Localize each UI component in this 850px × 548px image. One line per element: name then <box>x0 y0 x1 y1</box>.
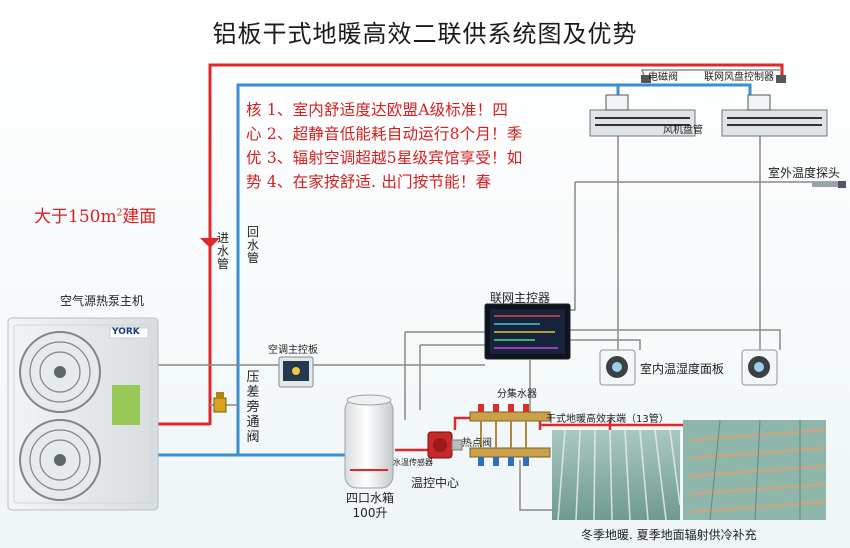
advantage-line-1: 核 1、室内舒适度达欧盟A级标准！四 <box>246 101 509 119</box>
label-temp-control-center: 温控中心 <box>411 476 460 490</box>
circulation-pump <box>427 431 463 459</box>
label-solenoid-valve: 电磁阀 <box>648 72 678 83</box>
fan-coil-unit-1 <box>589 75 696 137</box>
area-note: 大于150m2建面 <box>34 207 157 227</box>
label-fan-coil-controller: 联网风盘控制器 <box>704 72 774 83</box>
label-floor-caption: 冬季地暖. 夏季地面辐射供冷补充 <box>581 528 757 542</box>
label-fan-coil: 风机盘管 <box>663 125 703 136</box>
thermostat-panel-2 <box>741 349 778 386</box>
label-hot-valve: 热点阀 <box>462 438 492 449</box>
label-bypass-valve: 压差旁通阀 <box>246 370 260 445</box>
advantage-line-2: 心 2、超静音低能耗自动运行8个月！季 <box>246 125 523 143</box>
bypass-valve <box>210 392 238 413</box>
label-water-tank: 四口水箱 100升 <box>346 491 394 521</box>
supply-pipe-red <box>155 63 784 426</box>
page-title: 铝板干式地暖高效二联供系统图及优势 <box>212 20 638 48</box>
label-outdoor-probe: 室外温度探头 <box>768 166 841 180</box>
label-return-pipe: 回水管 <box>246 225 259 265</box>
advantage-line-3: 优 3、辐射空调超越5星级宾馆享受！如 <box>246 149 523 167</box>
fan-coil-unit-2 <box>721 75 828 137</box>
water-tank <box>344 394 394 489</box>
floor-photo-2 <box>683 419 827 521</box>
label-water-tank-volume: 100升 <box>352 506 388 520</box>
advantage-line-4: 势 4、在家按舒适. 出门按节能！春 <box>246 173 492 191</box>
label-heat-pump: 空气源热泵主机 <box>60 294 145 308</box>
label-network-controller: 联网主控器 <box>490 291 551 305</box>
ac-control-panel-device <box>278 356 314 388</box>
label-floor-terminal: 干式地暖高效末端（13管） <box>546 414 669 425</box>
label-ac-panel: 空调主控板 <box>268 345 318 356</box>
manifold <box>469 404 551 466</box>
outdoor-probe <box>812 181 846 188</box>
heat-pump-unit <box>7 317 159 511</box>
thermostat-panel-1 <box>599 349 636 386</box>
network-controller-device <box>484 303 571 360</box>
label-water-tank-name: 四口水箱 <box>346 491 395 505</box>
brand-logo: YORK <box>112 327 140 337</box>
label-supply-pipe: 进水管 <box>216 231 229 271</box>
label-thermostat: 室内温湿度面板 <box>640 362 725 376</box>
floor-photo-1 <box>552 429 681 521</box>
label-manifold: 分集水器 <box>497 389 537 400</box>
label-water-sensor: 水温传感器 <box>393 458 433 467</box>
